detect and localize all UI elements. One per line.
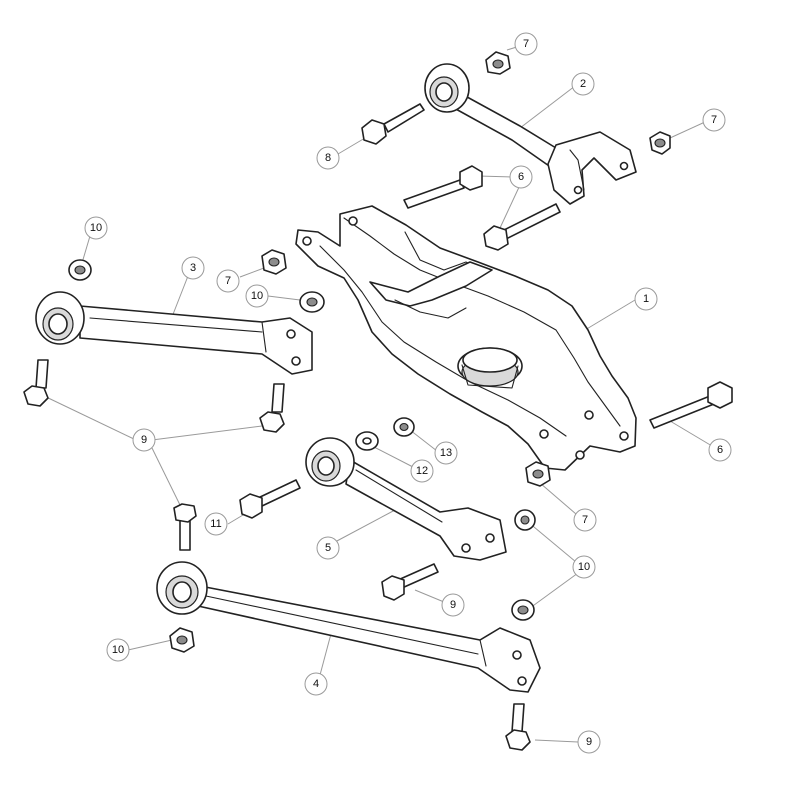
callout-label: 10	[251, 290, 263, 302]
callout-label: 9	[141, 434, 147, 446]
callout-label: 10	[90, 222, 102, 234]
nut-7-upper-right	[649, 131, 671, 155]
bolt-9-left	[23, 359, 49, 407]
bolt-6-middle	[483, 203, 561, 251]
callout-label: 5	[325, 542, 331, 554]
callout-7-lower: 7	[573, 508, 597, 532]
callout-13: 13	[434, 441, 458, 465]
callout-label: 2	[580, 78, 586, 90]
bolt-9-standing	[173, 503, 197, 551]
washer-10-center	[299, 291, 325, 313]
callout-label: 13	[440, 447, 452, 459]
nut-10-bottom-left	[169, 627, 195, 653]
callout-9-left: 9	[132, 428, 156, 452]
bolt-9-upper-mid	[259, 383, 285, 433]
bolt-9-bottom	[505, 703, 531, 751]
nut-7-left	[261, 249, 287, 275]
callout-label: 6	[518, 171, 524, 183]
callout-6-right: 6	[708, 438, 732, 462]
bolt-8	[361, 103, 425, 145]
callout-label: 8	[325, 152, 331, 164]
callout-8: 8	[316, 146, 340, 170]
nut-10-upper-left	[68, 259, 92, 281]
callout-5: 5	[316, 536, 340, 560]
callout-7-upper-right: 7	[702, 108, 726, 132]
callout-10-center: 10	[245, 284, 269, 308]
callout-11: 11	[204, 512, 228, 536]
callout-label: 3	[190, 262, 196, 274]
callout-label: 7	[711, 114, 717, 126]
callout-12: 12	[410, 459, 434, 483]
callout-10-upper-left: 10	[84, 216, 108, 240]
callout-label: 6	[717, 444, 723, 456]
nut-7-lower	[525, 461, 551, 487]
callout-3: 3	[181, 256, 205, 280]
callout-6-upper: 6	[509, 165, 533, 189]
nut-10-right-upper	[514, 509, 536, 531]
callout-9-middle: 9	[441, 593, 465, 617]
callout-label: 11	[210, 518, 221, 530]
callout-label: 9	[450, 599, 456, 611]
callout-7-top: 7	[514, 32, 538, 56]
leader-lines	[41, 45, 713, 743]
callout-label: 4	[313, 678, 319, 690]
lower-control-arm	[295, 205, 637, 471]
callout-label: 7	[225, 275, 231, 287]
arm-3	[35, 291, 313, 375]
callout-label: 1	[643, 293, 649, 305]
arm-5	[305, 437, 507, 561]
upper-arm	[424, 63, 637, 205]
callout-9-bottom: 9	[577, 730, 601, 754]
bolt-6-upper	[403, 165, 483, 209]
bolt-6-right	[649, 381, 733, 429]
callout-2: 2	[571, 72, 595, 96]
callout-1: 1	[634, 287, 658, 311]
callout-label: 12	[416, 465, 428, 477]
bolt-9-middle	[381, 563, 439, 601]
callout-10-right: 10	[572, 555, 596, 579]
bolt-11	[239, 479, 301, 519]
callout-7-left: 7	[216, 269, 240, 293]
callout-label: 7	[582, 514, 588, 526]
callout-10-bottom-left: 10	[106, 638, 130, 662]
callout-label: 10	[578, 561, 590, 573]
nut-13	[393, 417, 415, 437]
washer-12	[355, 431, 379, 451]
callout-label: 9	[586, 736, 592, 748]
callout-4: 4	[304, 672, 328, 696]
arm-4	[156, 561, 541, 693]
nut-7-top	[485, 51, 511, 75]
callout-label: 10	[112, 644, 124, 656]
callout-label: 7	[523, 38, 529, 50]
nut-10-right-lower	[511, 599, 535, 621]
